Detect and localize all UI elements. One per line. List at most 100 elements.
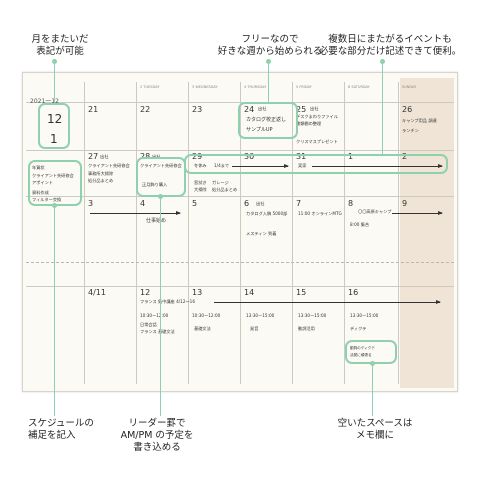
grid-row-line [26, 286, 454, 287]
callout-month-span: 月をまたいだ 表記が可能 [31, 34, 89, 57]
day-header: 6 SATURDAY [348, 85, 370, 89]
grid-dashed-divider [26, 262, 454, 263]
grid-col-line [292, 82, 293, 384]
day-number: 3 [88, 199, 94, 208]
day-number: 9 [402, 199, 408, 208]
day-number: 15 [296, 288, 307, 297]
multi-day-arrow [90, 211, 181, 215]
day-number: 29 [192, 152, 203, 161]
grid-col-line [136, 82, 137, 384]
event-note: クリスマスプレゼント [296, 139, 338, 144]
highlight-free-start [238, 102, 298, 139]
day-number: 1 [348, 152, 354, 161]
day-number: 12 [140, 288, 151, 297]
event-note: 活発に頑張る [350, 353, 372, 357]
event-note: デスクまわりファイル [296, 114, 338, 119]
event-note: カタログ校正返し [246, 117, 287, 123]
event-note: 日常会話 [140, 322, 157, 327]
callout-multi-day: 複数日にまたがるイベントも 必要な部分だけ記述できて便利。 [318, 34, 462, 57]
day-number: 22 [140, 105, 151, 114]
event-note: 処分品まとめ [212, 187, 238, 192]
leader-free-start [265, 59, 271, 102]
day-tag: 出社 [258, 106, 267, 111]
highlight-schedule-note [28, 160, 82, 206]
grid-col-line [398, 82, 399, 384]
event-note: 13:30ー15:00 [350, 313, 379, 318]
memo-item: クライアント先研修会 [32, 173, 74, 178]
year-month-label: 2021ー12 [30, 98, 59, 105]
day-number: 2 [402, 152, 408, 161]
day-header: SUNDAY [402, 85, 417, 89]
month-number: 12 [47, 112, 63, 126]
event-note: 1/4まで [214, 163, 230, 168]
event-note: カタログ入稿 5000部 [246, 211, 288, 216]
day-number: 21 [88, 105, 99, 114]
highlight-month-span [38, 103, 70, 149]
day-tag: 出社 [100, 154, 109, 159]
event-note: クライアント先研修会 [140, 163, 182, 168]
grid-row-line [26, 150, 454, 151]
memo-item: フィルター交換 [32, 197, 62, 202]
event-note: 基礎文法 [194, 326, 211, 331]
event-note: 10:30ー12:00 [140, 313, 169, 318]
memo-item: アポイント [32, 180, 53, 185]
day-number: 25 [296, 105, 307, 114]
event-note: 書類棚の整理 [296, 121, 322, 126]
day-number: 28 [140, 152, 151, 161]
callout-schedule-note: スケジュールの 補足を記入 [28, 418, 94, 441]
event-note: サンプルUP [246, 127, 273, 133]
grid-col-line [188, 82, 189, 384]
event-note: ディクテ [350, 326, 367, 331]
event-note: 8:00 集合 [350, 222, 370, 227]
event-note: 仕事始め [146, 218, 167, 224]
event-note: キャンプ用品 調達 [402, 118, 437, 123]
grid-row-line [26, 196, 454, 197]
multi-day-arrow [232, 164, 289, 168]
grid-col-line [344, 82, 345, 384]
event-note: 10:30ー12:00 [192, 313, 221, 318]
event-note: 動詞のディクテ [350, 346, 375, 350]
event-note: 発音 [250, 326, 259, 331]
event-note: 冬休み [194, 163, 207, 168]
event-note: 実家 [298, 163, 307, 168]
grid-col-line [240, 82, 241, 384]
day-number: 7 [296, 199, 302, 208]
leader-multi-day [379, 59, 385, 154]
memo-item: 年賀状 [32, 165, 45, 170]
event-note: ランチン [402, 128, 419, 133]
day-number: 4 [140, 199, 146, 208]
event-note: メスティン 到着 [246, 231, 277, 236]
day-number: 30 [244, 152, 255, 161]
event-note: 事務所大掃除 [88, 171, 114, 176]
month-number: 1 [50, 132, 58, 146]
day-number: 24 [244, 105, 255, 114]
event-note: 窓拭き [194, 180, 207, 185]
day-number: 27 [88, 152, 99, 161]
day-number: 13 [192, 288, 203, 297]
day-number: 6 [244, 199, 250, 208]
day-number: 5 [192, 199, 198, 208]
leader-memo-space [369, 361, 375, 416]
day-number: 8 [348, 199, 354, 208]
callout-free-start: フリーなので 好きな週から始められる [217, 34, 323, 57]
multi-day-arrow [214, 300, 441, 304]
event-note: 13:30ー15:00 [246, 313, 275, 318]
multi-day-arrow [312, 164, 443, 168]
event-note: 大掃除 [194, 187, 207, 192]
memo-item: 資料作成 [32, 190, 49, 195]
day-header: 3 WEDNESDAY [192, 85, 218, 89]
event-note: 〇〇高原キャンプ [358, 209, 392, 214]
event-note: フランス 基礎文法 [140, 329, 175, 334]
event-note: ガレージ [212, 180, 229, 185]
day-number: 31 [296, 152, 307, 161]
event-note: 11:00 オンラインMTG [298, 211, 342, 216]
event-note: 正月飾り購入 [142, 182, 168, 187]
callout-memo-space: 空いたスペースは メモ欄に [337, 418, 413, 441]
day-tag: 出社 [152, 154, 161, 159]
highlight-multi-day [184, 154, 448, 174]
day-header: 5 FRIDAY [296, 85, 312, 89]
sunday-column-shade [400, 78, 454, 388]
day-number: 23 [192, 105, 203, 114]
day-number: 26 [402, 105, 413, 114]
day-number: 4/11 [88, 288, 106, 297]
